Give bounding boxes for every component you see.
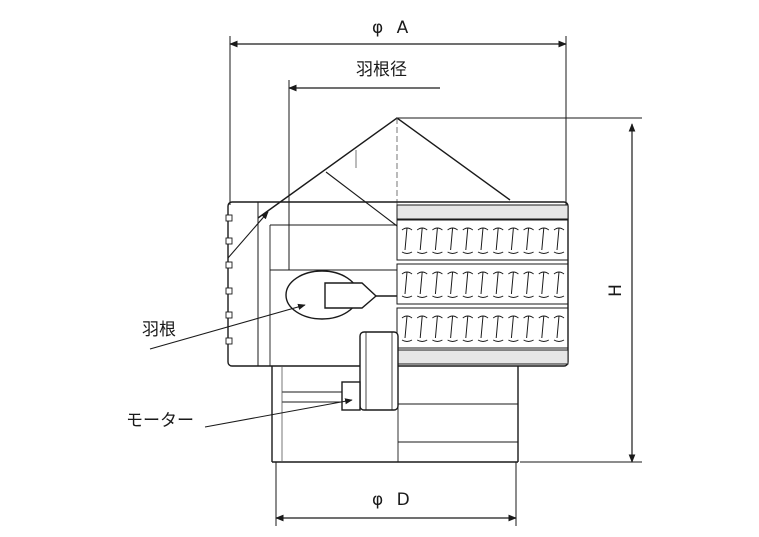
louver-blade	[538, 227, 550, 254]
dimension-blade-diameter	[288, 80, 440, 270]
louver-blade	[416, 227, 428, 254]
louver-blade	[432, 315, 443, 342]
louver-blade	[553, 227, 565, 254]
louver-blade	[523, 227, 534, 254]
louver-blades	[401, 227, 565, 342]
label-blade-diameter: 羽根径	[356, 60, 407, 80]
louver-blade	[462, 227, 474, 254]
lower-cylinder	[271, 366, 519, 463]
louver-blade	[462, 271, 474, 298]
label-phi-a: φ A	[372, 18, 413, 38]
label-blade: 羽根	[142, 320, 176, 340]
dimension-h	[398, 117, 642, 463]
left-side-rivets	[225, 214, 233, 345]
louver-blade	[523, 271, 534, 298]
louver-blade	[477, 227, 489, 254]
label-motor: モーター	[126, 411, 194, 431]
louver-blade	[492, 315, 504, 342]
louver-blade	[401, 271, 413, 298]
louver-blade	[492, 227, 504, 254]
louver-blade	[416, 271, 428, 298]
rivet	[225, 237, 233, 245]
dimension-phi-a	[229, 36, 567, 205]
louver-blade	[508, 271, 519, 298]
louver-blade	[447, 227, 458, 254]
louver-blade	[401, 227, 413, 254]
louver-blade	[432, 227, 443, 254]
rivet	[225, 214, 233, 222]
louver-blade	[477, 315, 489, 342]
louver-blade	[553, 271, 565, 298]
louver-blade	[447, 271, 458, 298]
louver-blade	[553, 315, 565, 342]
rivet	[225, 311, 233, 319]
louver-blade	[462, 315, 474, 342]
louver-blade	[416, 315, 428, 342]
louver-blade	[477, 271, 489, 298]
louver-blade	[538, 271, 550, 298]
rivet	[225, 261, 233, 269]
label-height: H	[605, 284, 626, 297]
louver-blade	[447, 315, 458, 342]
louver-blade	[523, 315, 534, 342]
motor-body	[282, 331, 399, 411]
hood-cone	[257, 117, 511, 227]
louver-blade	[508, 227, 519, 254]
leader-lines	[149, 211, 353, 428]
fan-blade	[285, 270, 397, 320]
louver-blade	[492, 271, 504, 298]
rivet	[225, 287, 233, 295]
louver-blade	[432, 271, 443, 298]
louver-blade	[401, 315, 413, 342]
louver-blade	[538, 315, 550, 342]
dimension-phi-d	[275, 462, 517, 526]
louver-blade	[508, 315, 519, 342]
label-phi-d: φ D	[372, 490, 414, 510]
rivet	[225, 337, 233, 345]
